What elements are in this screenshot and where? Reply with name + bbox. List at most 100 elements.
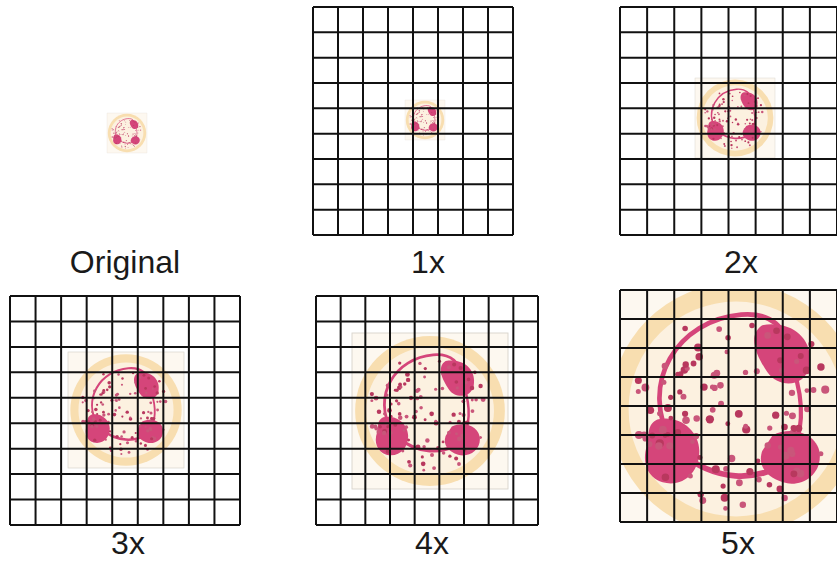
grid-line bbox=[316, 320, 538, 322]
grid-line bbox=[9, 296, 11, 525]
grid-line bbox=[313, 234, 513, 236]
grid-line bbox=[646, 7, 648, 235]
grid-line bbox=[412, 7, 414, 235]
grid-line bbox=[620, 6, 837, 8]
grid-line bbox=[512, 7, 514, 235]
grid-line bbox=[512, 296, 514, 525]
grid-line bbox=[389, 296, 391, 525]
cell-3x bbox=[68, 352, 184, 468]
grid-line bbox=[809, 7, 811, 235]
cell-5x bbox=[620, 290, 837, 522]
grid-line bbox=[10, 473, 240, 475]
grid-line bbox=[111, 296, 113, 525]
grid-line bbox=[313, 6, 513, 8]
grid-line bbox=[487, 7, 489, 235]
grid-line bbox=[10, 397, 240, 399]
scale-label: 3x bbox=[111, 527, 145, 559]
grid-line bbox=[620, 434, 837, 436]
grid-line bbox=[313, 57, 513, 59]
grid-line bbox=[188, 296, 190, 525]
grid-line bbox=[313, 209, 513, 211]
grid-line bbox=[10, 295, 240, 297]
grid-line bbox=[414, 296, 416, 525]
grid-line bbox=[620, 318, 837, 320]
grid-line bbox=[673, 7, 675, 235]
grid-line bbox=[162, 296, 164, 525]
grid-line bbox=[620, 209, 837, 211]
grid-line bbox=[836, 7, 837, 235]
grid-line bbox=[620, 289, 837, 291]
grid-line bbox=[362, 7, 364, 235]
grid-line bbox=[316, 448, 538, 450]
grid-line bbox=[620, 347, 837, 349]
grid-line bbox=[313, 133, 513, 135]
grid-line bbox=[700, 7, 702, 235]
scale-label: 1x bbox=[411, 246, 445, 278]
grid-line bbox=[316, 499, 538, 501]
grid-line bbox=[437, 7, 439, 235]
grid-line bbox=[316, 473, 538, 475]
grid-line bbox=[316, 524, 538, 526]
scale-label: 2x bbox=[724, 246, 758, 278]
grid-line bbox=[313, 183, 513, 185]
grid-line bbox=[239, 296, 241, 525]
grid-line bbox=[10, 371, 240, 373]
grid-line bbox=[316, 295, 538, 297]
grid-line bbox=[463, 296, 465, 525]
grid-line bbox=[10, 346, 240, 348]
scale-label: 4x bbox=[415, 527, 449, 559]
grid-line bbox=[316, 371, 538, 373]
grids bbox=[10, 7, 837, 525]
grid-line bbox=[316, 422, 538, 424]
grid-line bbox=[316, 397, 538, 399]
grid-line bbox=[620, 31, 837, 33]
grid-line bbox=[316, 346, 538, 348]
grid-line bbox=[620, 158, 837, 160]
grid-line bbox=[60, 296, 62, 525]
grid-line bbox=[619, 7, 621, 235]
grid-line bbox=[438, 296, 440, 525]
grid-line bbox=[364, 296, 366, 525]
grid-line bbox=[313, 31, 513, 33]
grid-line bbox=[620, 492, 837, 494]
grid-line bbox=[337, 7, 339, 235]
grid-line bbox=[782, 7, 784, 235]
grid-line bbox=[35, 296, 37, 525]
grid-line bbox=[620, 405, 837, 407]
grid-line bbox=[10, 499, 240, 501]
grid-line bbox=[313, 82, 513, 84]
grid-line bbox=[313, 158, 513, 160]
scale-label: 5x bbox=[721, 527, 755, 559]
grid-line bbox=[620, 82, 837, 84]
grid-line bbox=[10, 422, 240, 424]
grid-line bbox=[620, 463, 837, 465]
grid-line bbox=[213, 296, 215, 525]
grid-line bbox=[620, 521, 837, 523]
cell-4x bbox=[352, 333, 508, 489]
grid-line bbox=[10, 524, 240, 526]
grid-line bbox=[620, 57, 837, 59]
grid-line bbox=[620, 107, 837, 109]
grid-line bbox=[312, 7, 314, 235]
cell-2x bbox=[695, 78, 775, 158]
grid-line bbox=[620, 234, 837, 236]
grid-line bbox=[537, 296, 539, 525]
grid-line bbox=[137, 296, 139, 525]
grid-line bbox=[620, 183, 837, 185]
grid-line bbox=[620, 133, 837, 135]
grid-line bbox=[313, 107, 513, 109]
grid-line bbox=[488, 296, 490, 525]
grid-line bbox=[755, 7, 757, 235]
grid-line bbox=[387, 7, 389, 235]
original-label: Original bbox=[70, 246, 180, 278]
grid-line bbox=[462, 7, 464, 235]
grid-line bbox=[340, 296, 342, 525]
cell-original bbox=[107, 113, 147, 153]
grid-line bbox=[728, 7, 730, 235]
grid-line bbox=[620, 376, 837, 378]
grid-line bbox=[315, 296, 317, 525]
grid-line bbox=[86, 296, 88, 525]
grid-line bbox=[10, 320, 240, 322]
grid-line bbox=[10, 448, 240, 450]
